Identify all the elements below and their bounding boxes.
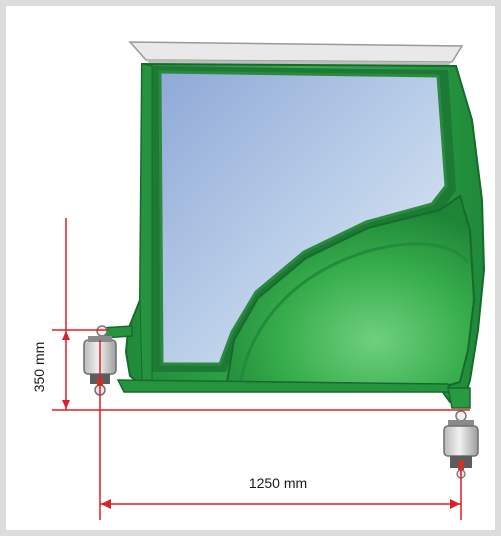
cab-fender — [224, 194, 476, 389]
height-dimension — [52, 218, 470, 411]
width-arrow-left — [101, 499, 111, 509]
diagram-frame: 350 mm 1250 mm — [6, 6, 495, 530]
cab-diagram: 350 mm 1250 mm — [31, 41, 486, 520]
cab-window-glass — [158, 70, 448, 366]
width-arrow-right — [450, 499, 460, 509]
height-arrow-top — [62, 331, 70, 340]
height-label: 350 mm — [31, 342, 47, 393]
height-arrow-bottom — [62, 400, 70, 409]
right-cab-mount — [443, 410, 479, 479]
width-label: 1250 mm — [249, 475, 307, 491]
width-dimension — [99, 340, 462, 520]
cab-roof — [128, 41, 464, 66]
